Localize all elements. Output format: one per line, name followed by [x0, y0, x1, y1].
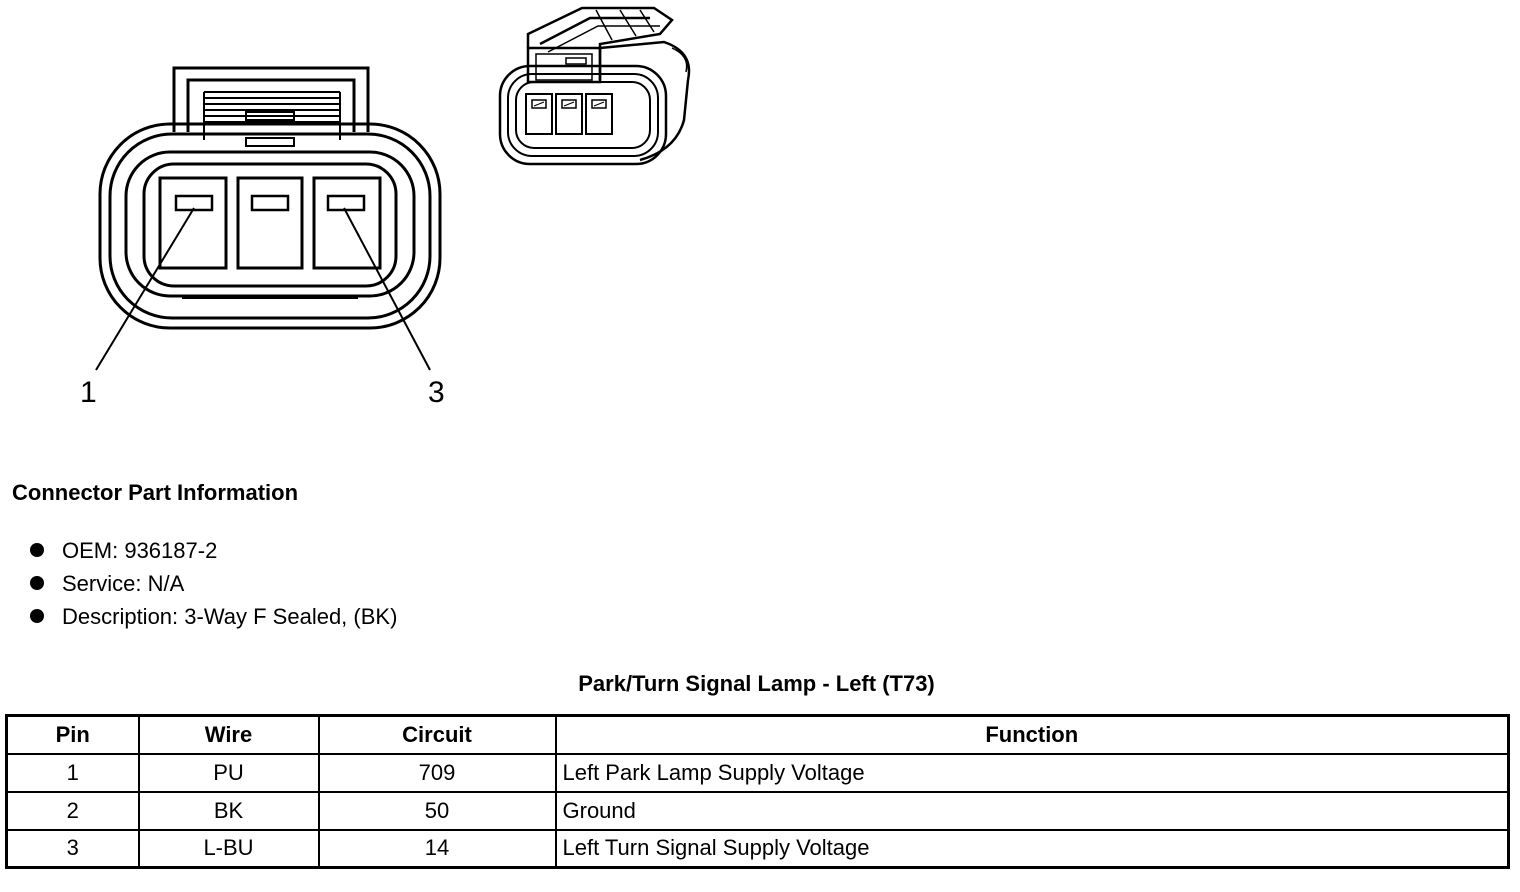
terminal-slot-3 [326, 194, 366, 212]
cell-circuit: 50 [317, 790, 557, 831]
iso-cavity-1 [525, 93, 553, 135]
table-row: 1 PU 709 Left Park Lamp Supply Voltage [5, 752, 1510, 793]
part-info-description: Description: 3-Way F Sealed, (BK) [62, 604, 398, 629]
cell-wire: L-BU [137, 828, 320, 869]
list-item: Service: N/A [28, 567, 397, 600]
cell-pin: 1 [5, 752, 140, 793]
cell-pin: 3 [5, 828, 140, 869]
iso-front-outer [498, 64, 668, 166]
connector-isometric-view [498, 6, 691, 166]
terminal-cavity-3 [312, 176, 382, 270]
connector-seal-ring [108, 132, 432, 320]
part-info-oem: OEM: 936187-2 [62, 538, 218, 563]
connector-outer-shell [98, 122, 442, 330]
leader-line-pin-1 [95, 207, 195, 371]
pinout-table: Pin Wire Circuit Function 1 PU 709 Left … [5, 714, 1510, 869]
pin-callout-3: 3 [428, 376, 445, 409]
part-info-list: OEM: 936187-2 Service: N/A Description: … [28, 534, 397, 633]
connector-inner-cavity [124, 150, 416, 298]
latch-ribs [203, 91, 341, 147]
pin-callout-1: 1 [80, 376, 97, 409]
iso-latch-body [526, 6, 674, 80]
leader-line-pin-3 [343, 207, 431, 371]
connector-face-view [95, 66, 442, 371]
cell-circuit: 709 [317, 752, 557, 793]
part-info-service: Service: N/A [62, 571, 185, 596]
list-item: Description: 3-Way F Sealed, (BK) [28, 600, 397, 633]
cell-wire: PU [137, 752, 320, 793]
bullet-icon [30, 543, 44, 557]
table-row: 3 L-BU 14 Left Turn Signal Supply Voltag… [5, 828, 1510, 869]
terminal-slot-1 [174, 194, 214, 212]
header-circuit: Circuit [317, 714, 557, 755]
iso-cavity-2 [555, 93, 583, 135]
connector-inner-rim [142, 162, 398, 288]
list-item: OEM: 936187-2 [28, 534, 397, 567]
iso-front-ring [507, 73, 659, 157]
header-wire: Wire [137, 714, 320, 755]
table-header-row: Pin Wire Circuit Function [5, 714, 1510, 755]
bullet-icon [30, 576, 44, 590]
cell-function: Left Turn Signal Supply Voltage [554, 828, 1510, 869]
latch-housing [172, 66, 370, 132]
cell-function: Ground [554, 790, 1510, 831]
header-function: Function [554, 714, 1510, 755]
table-row: 2 BK 50 Ground [5, 790, 1510, 831]
terminal-cavity-1 [158, 176, 228, 270]
bullet-icon [30, 609, 44, 623]
section-title: Connector Part Information [12, 480, 299, 505]
terminal-cavity-2 [236, 176, 304, 270]
table-title: Park/Turn Signal Lamp - Left (T73) [578, 671, 935, 696]
cell-pin: 2 [5, 790, 140, 831]
connector-drawing: 1 3 [80, 6, 691, 409]
cell-wire: BK [137, 790, 320, 831]
latch-housing-inner [186, 78, 356, 132]
iso-front-inner [515, 81, 651, 149]
terminal-slot-2 [250, 194, 290, 212]
iso-cavity-3 [585, 93, 613, 135]
cell-function: Left Park Lamp Supply Voltage [554, 752, 1510, 793]
header-pin: Pin [5, 714, 140, 755]
cell-circuit: 14 [317, 828, 557, 869]
